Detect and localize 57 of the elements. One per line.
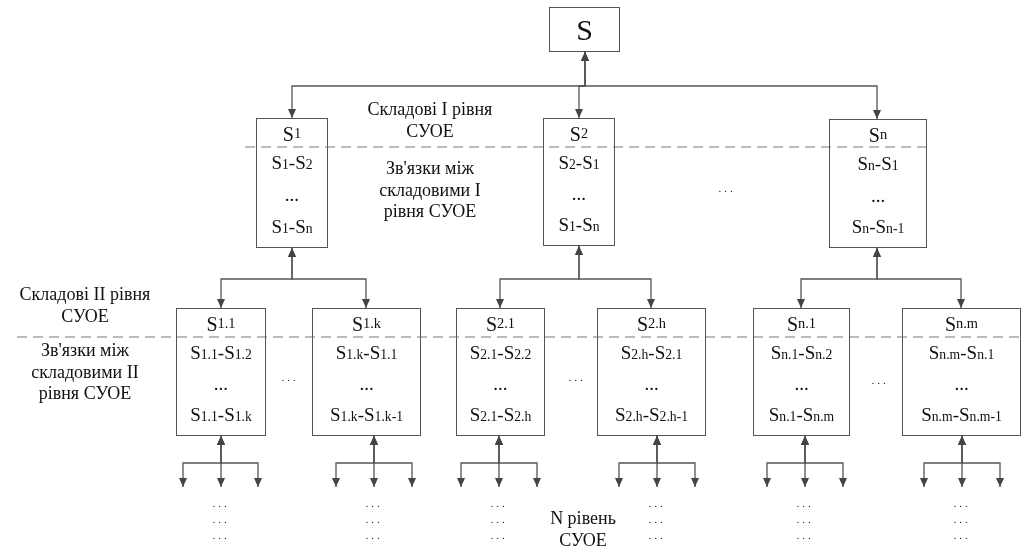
process-box (543, 118, 615, 246)
ellipsis: ... (211, 498, 231, 509)
process-box (456, 308, 545, 436)
arrow (653, 435, 699, 488)
arrow (801, 435, 847, 488)
process-box (597, 308, 706, 436)
arrow (958, 435, 1004, 488)
ellipsis: ... (870, 375, 890, 386)
arrow (575, 245, 655, 309)
box-text: ... (870, 185, 886, 207)
ellipsis: ... (647, 514, 667, 525)
process-box (753, 308, 850, 436)
ellipsis: ... (795, 514, 815, 525)
ellipsis: ... (211, 514, 231, 525)
ellipsis: ... (280, 372, 300, 383)
ellipsis: ... (952, 514, 972, 525)
ellipsis: ... (364, 530, 384, 541)
ellipsis: ... (795, 530, 815, 541)
arrow (370, 435, 416, 488)
process-box (176, 308, 266, 436)
ellipsis: ... (489, 498, 509, 509)
level-label: Складові II рівня СУОЕ (18, 284, 152, 328)
arrow (217, 435, 262, 488)
box-text: ... (794, 374, 809, 395)
process-box (549, 7, 620, 52)
box-text: ... (284, 185, 300, 206)
process-box (312, 308, 421, 436)
ellipsis: ... (211, 530, 231, 541)
ellipsis: ... (647, 530, 667, 541)
ellipsis: ... (489, 514, 509, 525)
arrow (873, 247, 965, 309)
box-text: ... (359, 374, 374, 395)
process-box (829, 119, 927, 248)
box-title: S (576, 14, 593, 45)
box-text: ... (954, 374, 969, 395)
ellipsis: ... (364, 514, 384, 525)
ellipsis: ... (795, 498, 815, 509)
arrow (288, 247, 370, 309)
box-text: ... (213, 374, 229, 395)
ellipsis: ... (567, 372, 587, 383)
level-label: N рівень СУОЕ (549, 508, 617, 552)
ellipsis: ... (952, 498, 972, 509)
box-text: ... (644, 374, 659, 395)
ellipsis: ... (952, 530, 972, 541)
ellipsis: ... (647, 498, 667, 509)
ellipsis: ... (489, 530, 509, 541)
level-label: Зв'язки між складовими II рівня СУОЕ (30, 340, 140, 405)
ellipsis: ... (364, 498, 384, 509)
arrow (581, 51, 881, 120)
arrow (495, 435, 541, 488)
level-label: Складові I рівня СУОЕ (366, 99, 494, 143)
box-text: ... (493, 374, 508, 395)
box-text: ... (571, 184, 587, 205)
process-box (902, 308, 1021, 436)
ellipsis: ... (717, 183, 737, 194)
process-box (256, 118, 328, 248)
level-label: Зв'язки між складовими I рівня СУОЕ (378, 158, 482, 223)
